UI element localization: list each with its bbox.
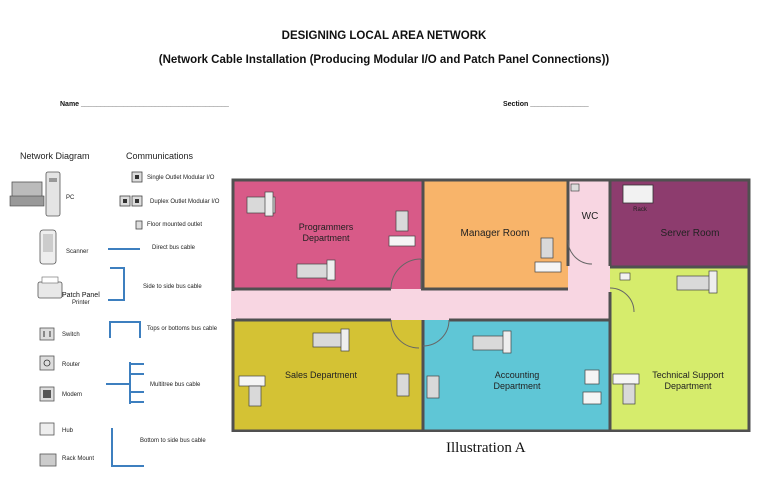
communications-icons — [106, 171, 144, 467]
manager-room-label: Manager Room — [460, 228, 530, 239]
server-room-label: Server Room — [660, 228, 720, 239]
section-field[interactable]: Section _______________ — [503, 101, 589, 108]
wc-label: WC — [581, 211, 599, 222]
legend-single-outlet-label: Single Outlet Modular I/O — [147, 175, 215, 181]
legend-scanner-label: Scanner — [66, 249, 89, 255]
legend-tops-bottoms-label: Tops or bottoms bus cable — [147, 326, 218, 332]
switch-icon — [39, 327, 55, 341]
legend-modem-label: Modem — [62, 392, 83, 398]
communications-heading: Communications — [126, 151, 194, 161]
modem-icon — [39, 386, 55, 402]
wc-room — [568, 181, 610, 266]
programmers-department-label: Programmers Department — [298, 222, 354, 243]
page-subtitle: (Network Cable Installation (Producing M… — [158, 54, 610, 66]
device-icons — [9, 171, 63, 467]
accounting-room — [423, 320, 610, 430]
pc-icon — [9, 171, 61, 217]
floor-plan — [231, 178, 751, 432]
technical-support-label: Technical Support Department — [652, 370, 724, 391]
legend-duplex-outlet-label: Duplex Outlet Modular I/O — [150, 199, 220, 205]
legend-bottom-to-side-label: Bottom to side bus cable — [140, 438, 206, 444]
network-diagram-heading: Network Diagram — [20, 151, 90, 161]
legend-pc-label: PC — [66, 195, 75, 201]
legend-side-to-side-label: Side to side bus cable — [143, 284, 202, 290]
hallway-wc — [568, 266, 610, 320]
page-title: DESIGNING LOCAL AREA NETWORK — [281, 30, 487, 42]
printer-icon — [37, 276, 63, 299]
rack-label: Rack — [633, 207, 647, 213]
hub-icon — [39, 422, 55, 436]
floor-outlet-icon — [135, 220, 143, 230]
legend-hub-label: Hub — [62, 428, 74, 434]
legend-switch-label: Switch — [62, 332, 80, 338]
legend-rack-mount-label: Rack Mount — [62, 456, 95, 462]
bottom-to-side-cable-icon — [111, 428, 144, 467]
duplex-outlet-icon — [119, 195, 143, 207]
side-to-side-cable-icon — [108, 267, 125, 301]
legend-direct-bus-label: Direct bus cable — [152, 245, 196, 251]
multitree-cable-icon — [106, 362, 144, 404]
rack-unit — [622, 184, 654, 204]
router-icon — [39, 355, 55, 371]
single-outlet-icon — [131, 171, 143, 183]
illustration-caption: Illustration A — [446, 440, 526, 456]
sales-department-label: Sales Department — [284, 370, 358, 380]
legend-router-label: Router — [62, 362, 81, 368]
legend-floor-outlet-label: Floor mounted outlet — [147, 222, 203, 228]
accounting-department-label: Accounting Department — [493, 370, 541, 391]
name-field[interactable]: Name ___________________________________… — [60, 101, 229, 108]
legend-multitree-label: Multitree bus cable — [150, 382, 201, 388]
legend-printer-label: Printer — [72, 300, 90, 306]
rack-mount-icon — [39, 453, 57, 467]
legend-patch-panel-label: Patch Panel — [62, 292, 100, 299]
scanner-icon — [39, 229, 57, 265]
tops-bottoms-cable-icon — [109, 321, 141, 338]
hallway — [234, 289, 610, 320]
tech-support-room — [610, 267, 748, 430]
